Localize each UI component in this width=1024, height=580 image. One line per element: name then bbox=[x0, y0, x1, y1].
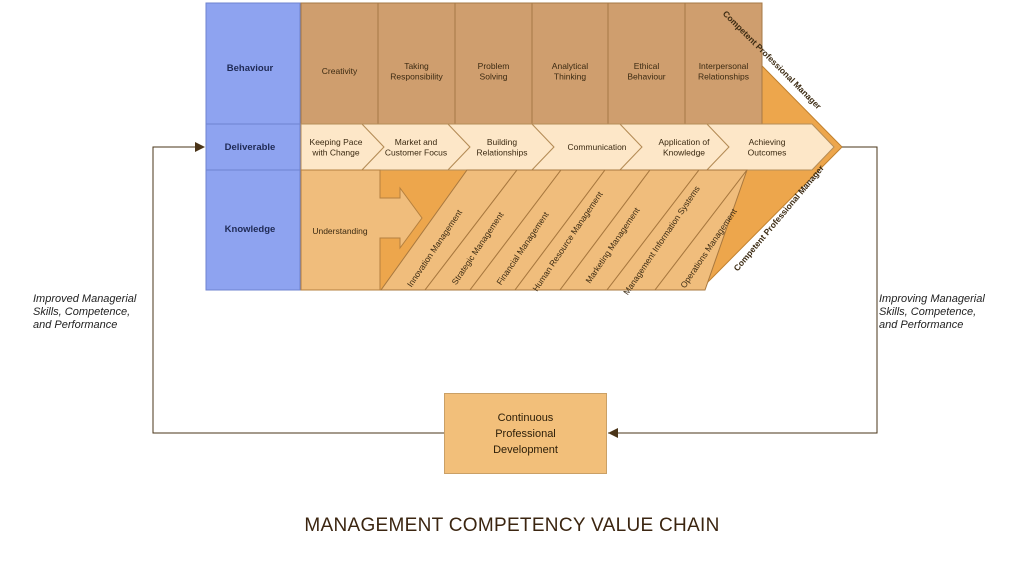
row-label-behaviour: Behaviour bbox=[227, 63, 274, 74]
right-feedback-connector bbox=[608, 146, 878, 434]
deliverable-arrow bbox=[705, 123, 835, 171]
left-feedback-label: Improved Managerial Skills, Competence, … bbox=[33, 293, 137, 331]
knowledge-understanding-block bbox=[300, 169, 423, 291]
knowledge-label-understanding: Understanding bbox=[312, 226, 368, 236]
row-label-column bbox=[205, 2, 301, 291]
right-connector-arrowhead bbox=[608, 428, 618, 438]
row-label-knowledge: Knowledge bbox=[225, 224, 276, 235]
continuous-professional-development-box: Continuous Professional Development bbox=[444, 393, 607, 474]
knowledge-band bbox=[653, 169, 748, 291]
left-connector-arrowhead bbox=[195, 142, 205, 152]
row-label-deliverable: Deliverable bbox=[225, 142, 276, 153]
behaviour-label: Creativity bbox=[322, 66, 358, 76]
deliverable-label: Communication bbox=[567, 142, 626, 152]
right-feedback-label: Improving Managerial Skills, Competence,… bbox=[879, 293, 985, 331]
diagram-title: MANAGEMENT COMPETENCY VALUE CHAIN bbox=[304, 515, 720, 536]
behaviour-cell bbox=[300, 2, 379, 125]
left-feedback-connector bbox=[152, 146, 444, 434]
